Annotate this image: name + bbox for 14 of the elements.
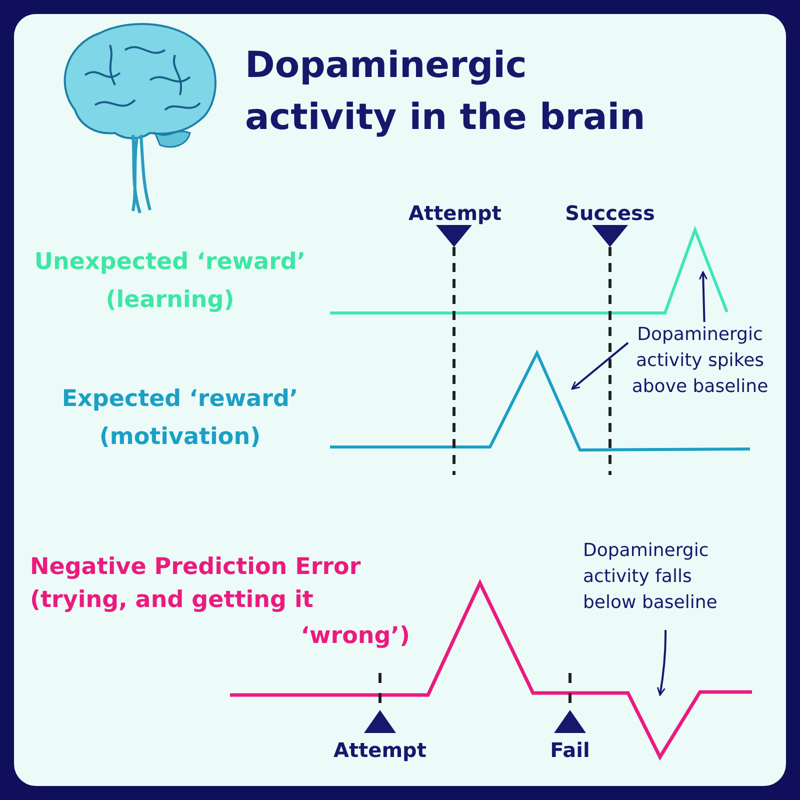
leader-arrow bbox=[571, 342, 629, 390]
row-label: Unexpected ‘reward’ (learning) bbox=[33, 248, 307, 315]
row-label: Negative Prediction Error bbox=[30, 553, 362, 582]
row-label: Attempt bbox=[332, 737, 428, 764]
leader-arrow bbox=[698, 271, 708, 322]
leader-arrow bbox=[656, 630, 667, 696]
callout-text: Dopaminergic activity falls below baseline bbox=[583, 538, 748, 616]
row-label: (trying, and getting it ‘wrong’) bbox=[30, 586, 410, 651]
row-label: Attempt bbox=[408, 200, 502, 227]
title: Dopaminergic activity in the brain bbox=[245, 44, 646, 140]
row-label: Fail bbox=[549, 737, 591, 764]
row-label: Success bbox=[564, 200, 656, 227]
row-label: Expected ‘reward’ (motivation) bbox=[60, 385, 300, 452]
callout-text: Dopaminergic activity spikes above baseline bbox=[628, 322, 772, 400]
